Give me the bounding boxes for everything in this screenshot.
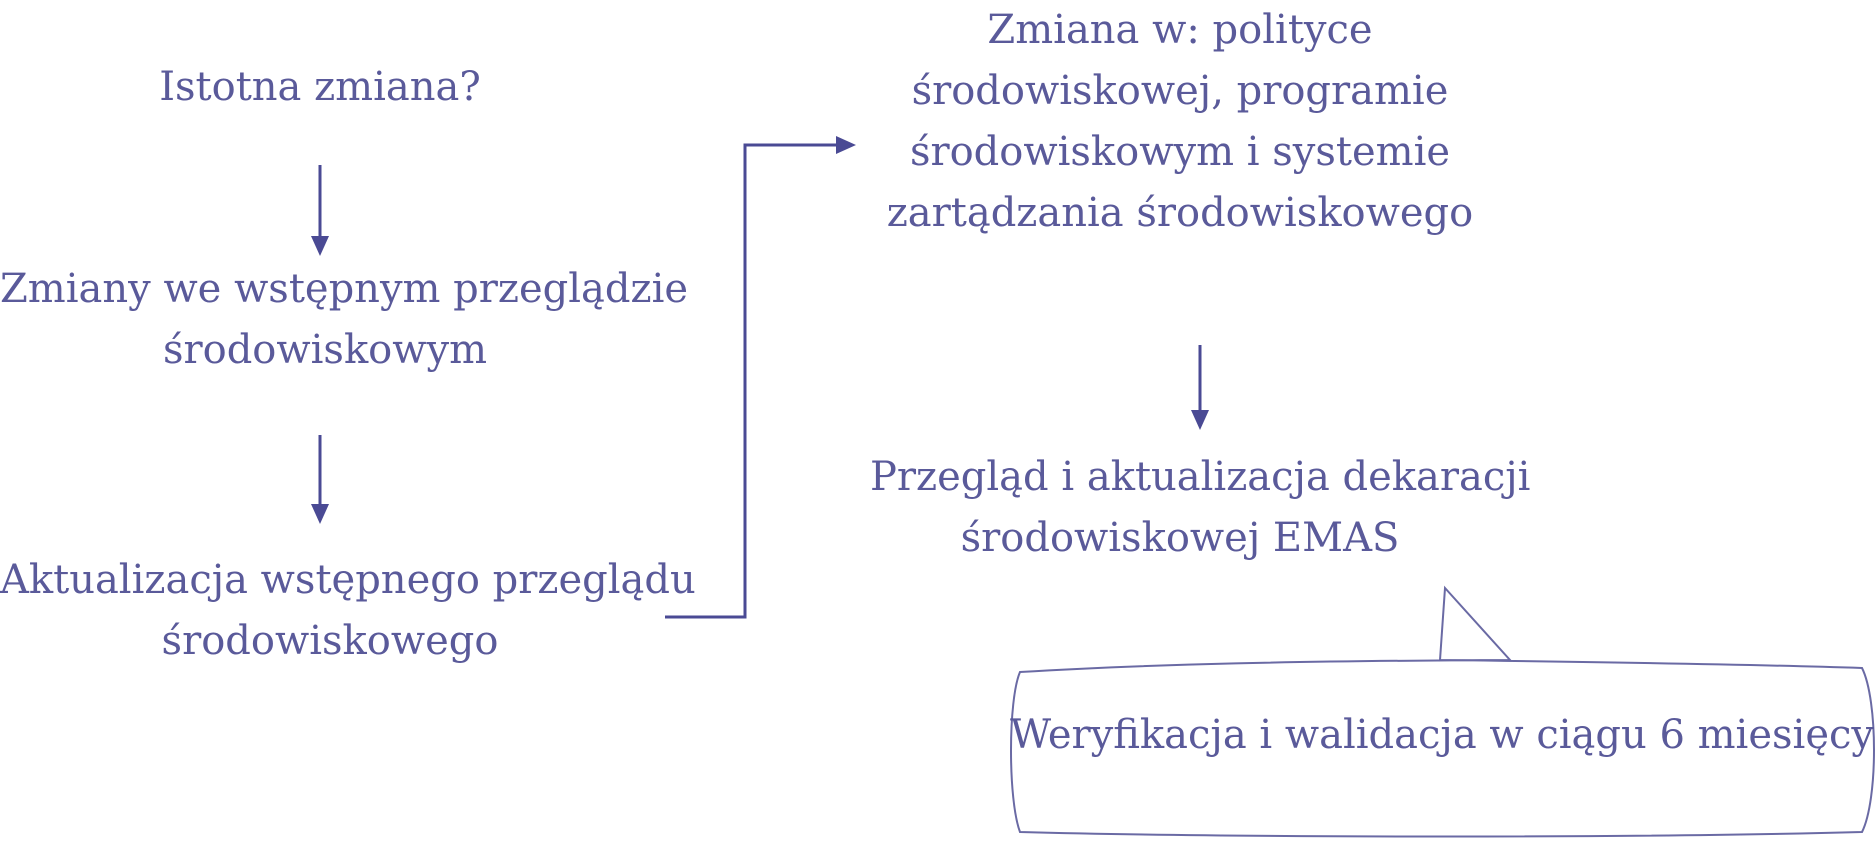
node-text-line: środowiskowego xyxy=(161,618,499,664)
node-significant-change: Istotna zmiana? xyxy=(100,57,540,118)
node-change-policy-program-system: Zmiana w: polityce środowiskowej, progra… xyxy=(880,0,1480,244)
node-text-line: środowiskowej EMAS xyxy=(960,515,1400,561)
arrow-significant-to-changes xyxy=(311,165,329,256)
arrow-update-to-policy-change xyxy=(665,136,856,619)
node-text-line: Przegląd i aktualizacja dekaracji xyxy=(870,454,1531,500)
node-update-initial-review: Aktualizacja wstępnego przeglądu środowi… xyxy=(0,550,696,672)
node-text-line: środowiskowym xyxy=(162,327,488,373)
node-changes-initial-review: Zmiany we wstępnym przeglądzie środowisk… xyxy=(0,259,689,381)
node-text-line: Zmiany we wstępnym przeglądzie xyxy=(0,266,689,312)
node-review-update-declaration: Przegląd i aktualizacja dekaracji środow… xyxy=(870,447,1531,569)
arrow-policy-change-to-review xyxy=(1191,345,1209,430)
node-text-line: środowiskowej, programie xyxy=(911,68,1449,114)
callout-bubble xyxy=(1010,585,1875,838)
arrow-changes-to-update xyxy=(311,435,329,524)
callout-text: Weryfikacja i walidacja w ciągu 6 miesię… xyxy=(1010,712,1875,758)
node-text-line: Istotna zmiana? xyxy=(159,64,481,110)
node-text-line: Aktualizacja wstępnego przeglądu xyxy=(0,557,696,603)
node-text-line: Zmiana w: polityce xyxy=(987,7,1373,53)
node-text-line: środowiskowym i systemie xyxy=(909,129,1451,175)
node-text-line: zartądzania środowiskowego xyxy=(886,190,1474,236)
